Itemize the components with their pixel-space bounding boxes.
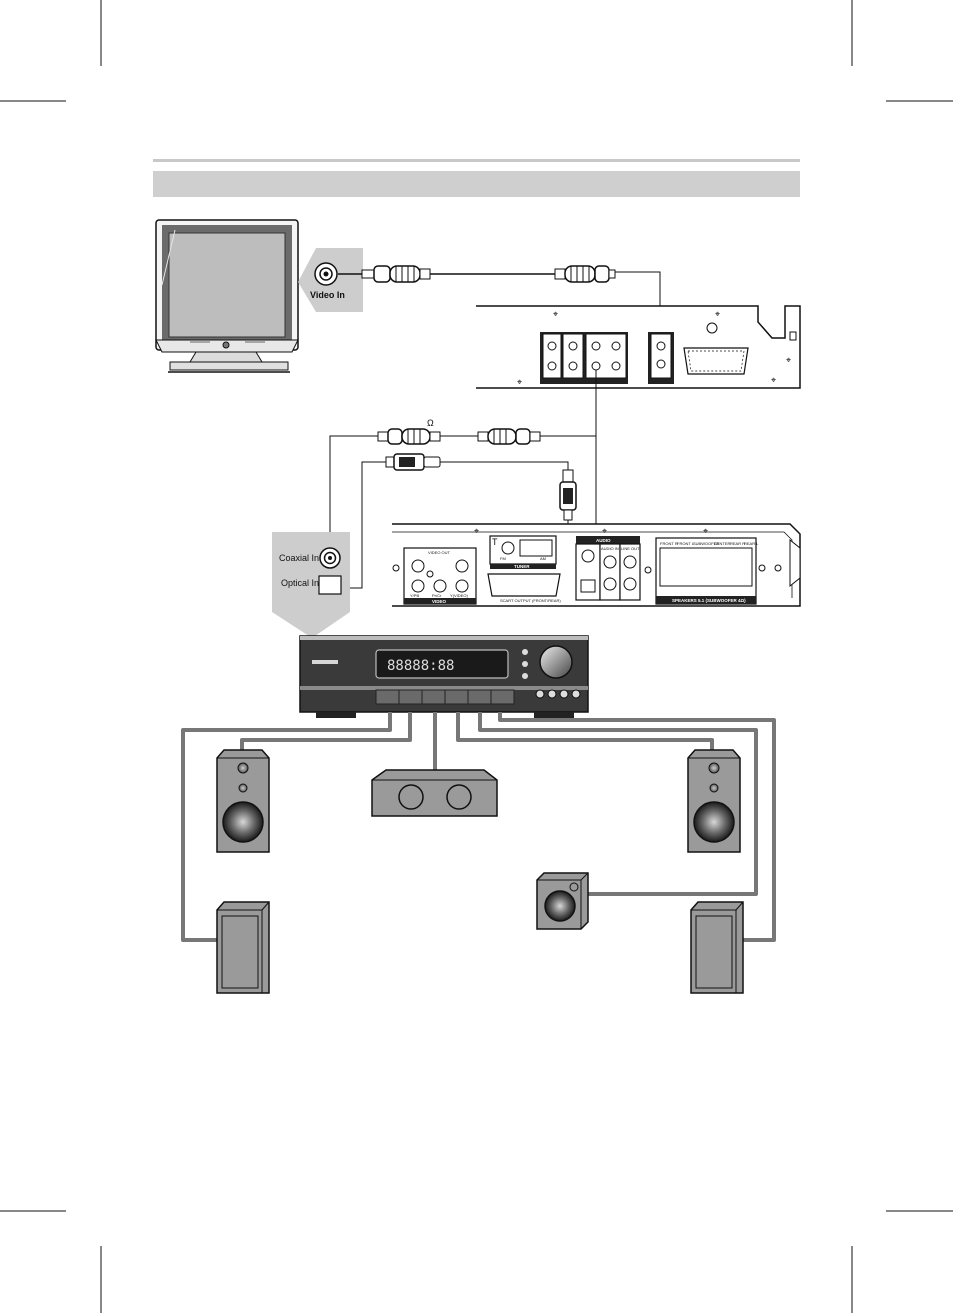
svg-text:⌖: ⌖ [553,309,558,319]
rear-right-speaker [691,902,743,993]
rca-plug-icon [555,266,615,282]
player-rear-upper: ⌖ ⌖ ⌖ ⌖ ⌖ [476,306,800,388]
rca-plug-icon [378,429,440,444]
svg-text:⌖: ⌖ [703,526,708,536]
svg-text:⌖: ⌖ [771,375,776,385]
tweeter-icon [709,763,719,773]
video-jack-label-1: Y/PB [410,593,419,598]
speaker-wires [183,712,774,940]
video-label: VIDEO [432,599,447,604]
terminal-label-5: REAR R [730,541,745,546]
header-rule [153,159,800,162]
scart-label: SCART OUTPUT (FRONT/REAR) [500,598,561,603]
header-band [153,171,800,197]
tuner-fm-label: FM [500,556,506,561]
tuner-antenna-icon: T [492,537,498,547]
subwoofer [537,873,588,929]
video-out-label: VIDEO OUT [428,550,451,555]
rca-plug-icon [362,266,430,282]
optical-plug-icon [560,470,576,520]
svg-text:⌖: ⌖ [602,526,607,536]
svg-text:⌖: ⌖ [715,309,720,319]
omega-label: Ω [427,418,434,428]
player-rear-lower: ⌖ ⌖ ⌖ VIDEO OUT Y/PB Pr/Cr Y(VIDEO) VIDE… [392,524,800,606]
front-right-speaker [688,750,740,852]
optical-out-port [581,580,595,592]
front-left-speaker [217,750,269,852]
volume-knob-icon [540,646,572,678]
coaxial-in-label: Coaxial In [279,553,319,563]
terminal-label-1: FRONT R [660,541,678,546]
rear-left-speaker [217,902,269,993]
woofer-icon [545,891,575,921]
terminal-label-4: CENTER [714,541,731,546]
audio-in-label: AUDIO IN [601,546,619,551]
woofer-icon [694,802,734,842]
tuner-am-label: AM [540,556,546,561]
video-jack-label-3: Y(VIDEO) [450,593,468,598]
video-in-label: Video In [310,290,345,300]
speakers-label: SPEAKERS 5.1 (SUBWOOFER 4Ω) [672,598,746,603]
video-jack-label-2: Pr/Cr [432,593,442,598]
center-speaker [372,770,497,816]
svg-text:⌖: ⌖ [517,377,522,387]
svg-text:⌖: ⌖ [474,526,479,536]
optical-in-label: Optical In [281,578,319,588]
audio-label: AUDIO [596,538,611,543]
optical-in-port-icon [319,576,341,594]
woofer-icon [223,802,263,842]
tweeter-icon [238,763,248,773]
svg-text:⌖: ⌖ [786,355,791,365]
receiver-input-callout: Coaxial In Optical In [272,532,350,638]
line-out-label: LINE OUT [621,546,640,551]
woofer-icon [447,785,471,809]
optical-plug-icon [386,454,440,470]
woofer-icon [399,785,423,809]
rca-plug-icon [478,429,540,444]
television [156,220,298,372]
display-readout: 88888:88 [387,658,454,674]
tv-video-in-callout: Video In [298,248,363,312]
terminal-label-6: REAR L [744,541,759,546]
tuner-label: TUNER [514,564,530,569]
receiver-front: 88888:88 [300,636,588,718]
